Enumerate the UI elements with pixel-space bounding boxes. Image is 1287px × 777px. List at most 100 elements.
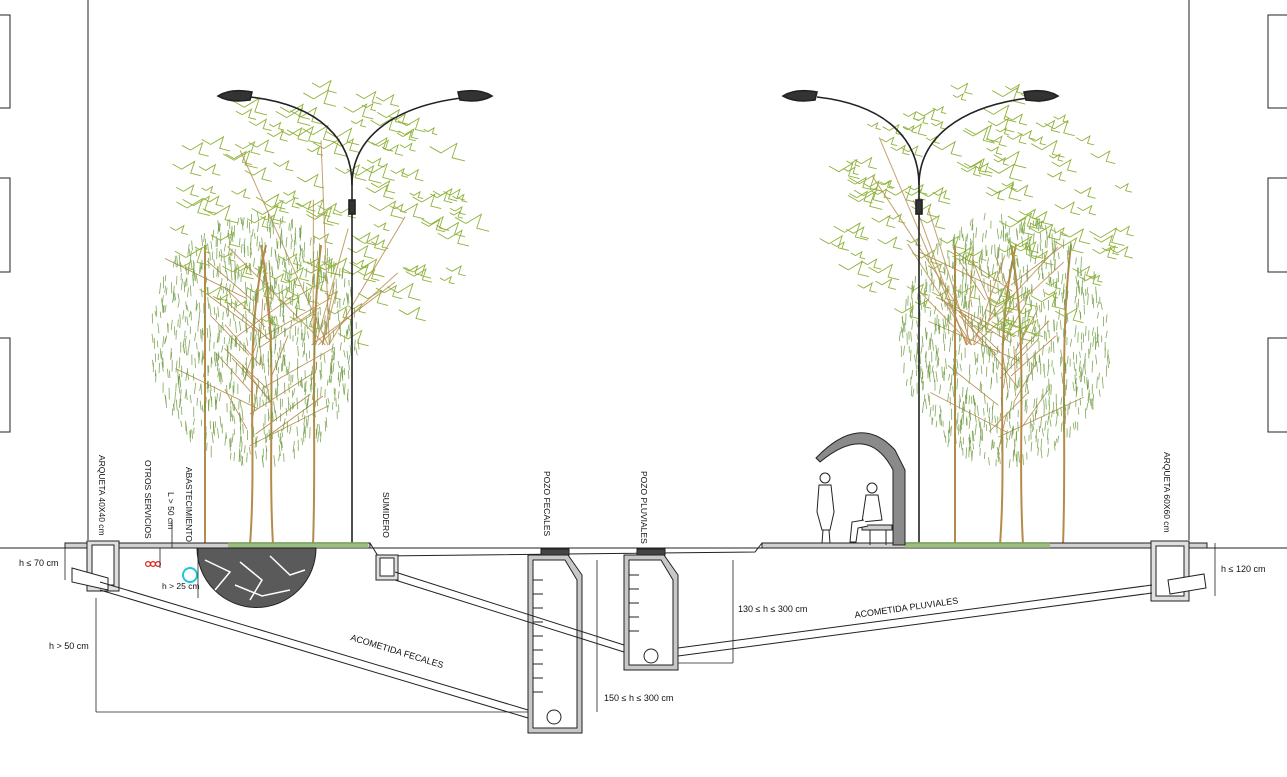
willow-branch (209, 314, 250, 356)
willow-leaf (175, 360, 178, 373)
willow-leaf (281, 258, 284, 265)
willow-leaf (339, 268, 341, 278)
willow-leaf (277, 253, 280, 264)
willow-leaf (192, 418, 195, 426)
willow-leaf (209, 382, 212, 391)
willow-leaf (180, 389, 182, 401)
willow-leaf (991, 440, 993, 450)
willow-leaf (178, 383, 181, 394)
pedestrian-figure (816, 472, 835, 544)
willow-leaf (965, 300, 968, 311)
willow-leaf (316, 399, 319, 407)
canopy-leaf (1006, 235, 1039, 254)
willow-leaf (956, 358, 959, 369)
willow-leaf (1064, 330, 1067, 338)
canopy-leaf (1078, 273, 1101, 286)
willow-leaf (211, 251, 214, 260)
willow-leaf (1075, 386, 1078, 398)
canopy-leaf (894, 305, 919, 319)
willow-leaf (1032, 220, 1035, 227)
willow-leaf (1059, 231, 1062, 241)
willow-leaf (222, 322, 224, 331)
willow-leaf (228, 236, 231, 248)
willow-leaf (1079, 398, 1082, 406)
canopy-leaf (218, 252, 235, 262)
willow-leaf (176, 275, 178, 285)
willow-leaf (1095, 354, 1098, 365)
willow-leaf (1020, 221, 1022, 231)
canopy-leaf (306, 280, 329, 293)
willow-leaf (943, 267, 946, 276)
canopy-leaf (903, 123, 927, 137)
willow-leaf (232, 284, 235, 292)
willow-leaf (1008, 291, 1011, 300)
canopy-leaf (1114, 225, 1134, 237)
willow-leaf (159, 311, 162, 319)
canopy-leaf (409, 190, 424, 199)
willow-leaf (196, 303, 198, 310)
willow-leaf (275, 331, 277, 339)
willow-leaf (288, 223, 290, 231)
canopy-leaf (260, 315, 280, 327)
willow-leaf (226, 384, 228, 394)
canopy-leaf (201, 135, 231, 152)
willow-branch (264, 290, 271, 332)
willow-branch (267, 395, 324, 437)
willow-leaf (192, 260, 195, 267)
canopy-leaf (454, 213, 490, 232)
willow-leaf (962, 301, 965, 309)
willow-leaf (210, 240, 213, 250)
willow-leaf (211, 431, 214, 444)
willow-leaf (1023, 291, 1026, 298)
willow-leaf (267, 365, 270, 376)
willow-leaf (224, 283, 227, 291)
willow-leaf (313, 410, 316, 418)
willow-leaf (164, 304, 167, 313)
canopy-leaf (1114, 182, 1133, 193)
willow-leaf (983, 392, 986, 404)
canopy-leaf (387, 282, 421, 301)
willow-leaf (928, 294, 930, 301)
willow-leaf (1025, 380, 1027, 393)
willow-leaf (1006, 392, 1009, 401)
willow-leaf (320, 370, 323, 379)
willow-leaf (255, 436, 258, 443)
willow-leaf (1015, 453, 1018, 462)
willow-leaf (973, 270, 976, 277)
willow-leaf (188, 339, 191, 349)
willow-leaf (309, 295, 312, 304)
willow-leaf (204, 432, 207, 445)
willow-leaf (1020, 393, 1023, 405)
willow-leaf (302, 281, 305, 291)
willow-leaf (354, 339, 356, 351)
willow-leaf (179, 321, 181, 329)
willow-leaf (1062, 283, 1065, 295)
canopy-leaf (225, 150, 252, 166)
willow-leaf (336, 300, 339, 308)
willow-leaf (255, 357, 257, 367)
willow-leaf (182, 309, 185, 320)
willow-leaf (314, 400, 317, 408)
willow-leaf (980, 365, 983, 375)
willow-leaf (916, 320, 918, 328)
willow-leaf (278, 284, 280, 296)
willow-leaf (316, 424, 318, 436)
willow-leaf (1022, 454, 1024, 465)
willow-leaf (297, 376, 300, 387)
willow-leaf (1085, 325, 1087, 337)
willow-leaf (1038, 425, 1041, 433)
willow-leaf (1044, 420, 1047, 431)
canopy-branch (973, 261, 1065, 346)
willow-leaf (1028, 239, 1031, 251)
canopy-leaf (375, 93, 400, 107)
willow-leaf (301, 376, 303, 389)
willow-leaf (951, 275, 954, 282)
willow-leaf (1054, 438, 1058, 446)
canopy-leaf (169, 224, 189, 236)
willow-leaf (349, 345, 352, 356)
willow-leaf (1035, 360, 1039, 373)
canopy-leaf (1051, 158, 1077, 173)
willow-leaf (1004, 366, 1007, 379)
canopy-leaf (1017, 308, 1035, 318)
canopy-leaf (992, 86, 1026, 105)
